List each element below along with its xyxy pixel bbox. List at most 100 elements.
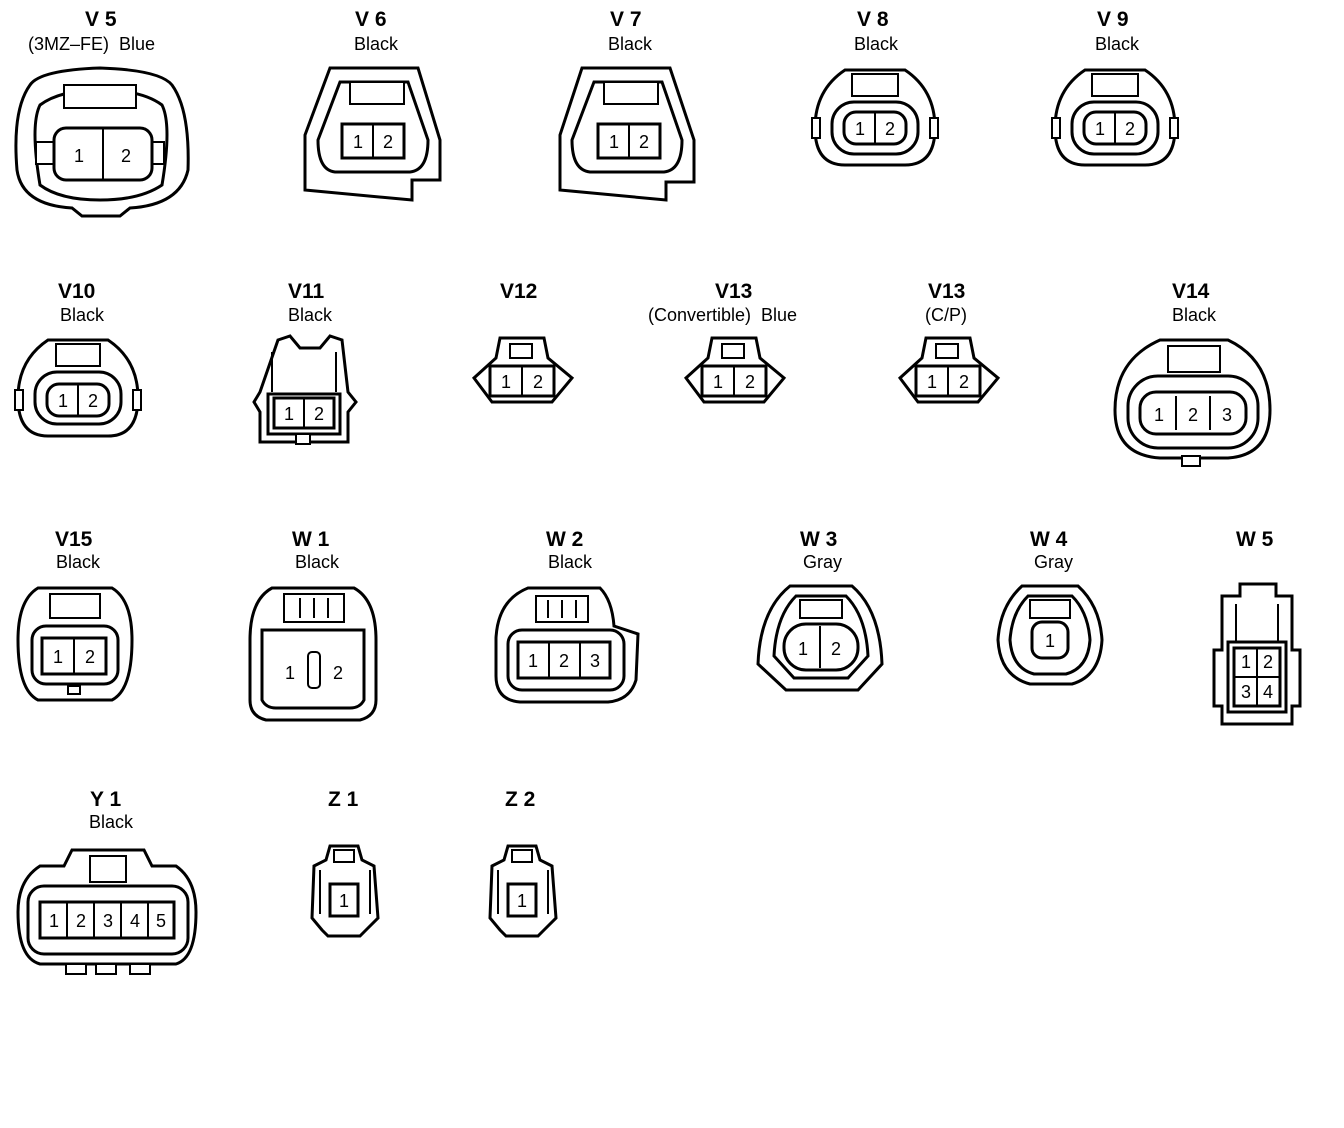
pin-label: 1 bbox=[927, 372, 937, 392]
pin-label: 3 bbox=[103, 911, 113, 931]
pin-label: 1 bbox=[713, 372, 723, 392]
connector-code: W 1 bbox=[292, 528, 330, 551]
pin-label: 2 bbox=[1125, 119, 1135, 139]
pin-label: 4 bbox=[1263, 682, 1273, 702]
connector-v13-convertible-drawing: 1 2 bbox=[683, 336, 787, 404]
connector-code: V13 bbox=[715, 280, 753, 303]
connector-code: Z 1 bbox=[328, 788, 359, 811]
pin-label: 2 bbox=[831, 639, 841, 659]
connector-code: V12 bbox=[500, 280, 538, 303]
pin-label: 2 bbox=[959, 372, 969, 392]
connector-color: Black bbox=[288, 305, 333, 325]
pin-label: 1 bbox=[284, 404, 294, 424]
pin-label: 2 bbox=[314, 404, 324, 424]
connector-code: V 6 bbox=[355, 8, 387, 31]
pin-label: 1 bbox=[1095, 119, 1105, 139]
pin-label: 1 bbox=[285, 663, 295, 683]
connector-color: Black bbox=[1172, 305, 1217, 325]
connector-y1-drawing: 1 2 3 4 5 bbox=[16, 848, 198, 975]
pin-label: 1 bbox=[74, 146, 84, 166]
connector-code: W 5 bbox=[1236, 528, 1274, 551]
connector-color: (Convertible) Blue bbox=[648, 305, 798, 325]
connector-color: Black bbox=[608, 34, 653, 54]
connector-color: Black bbox=[295, 552, 340, 572]
pin-label: 1 bbox=[53, 647, 63, 667]
pin-label: 2 bbox=[85, 647, 95, 667]
connector-w4-drawing: 1 bbox=[996, 584, 1104, 686]
connector-w5-drawing: 1 2 3 4 bbox=[1212, 582, 1302, 726]
connector-v10-drawing: 1 2 bbox=[14, 338, 142, 438]
pin-label: 2 bbox=[383, 132, 393, 152]
pin-label: 1 bbox=[855, 119, 865, 139]
pin-label: 1 bbox=[49, 911, 59, 931]
connector-w3-drawing: 1 2 bbox=[756, 584, 884, 692]
connector-v13-cp-drawing: 1 2 bbox=[897, 336, 1001, 404]
connector-w2-drawing: 1 2 3 bbox=[494, 586, 640, 704]
connector-v9-drawing: 1 2 bbox=[1051, 68, 1179, 167]
pin-label: 1 bbox=[609, 132, 619, 152]
pin-label: 5 bbox=[156, 911, 166, 931]
connector-code: V13 bbox=[928, 280, 966, 303]
connector-v8-drawing: 1 2 bbox=[811, 68, 939, 167]
pin-label: 1 bbox=[1154, 405, 1164, 425]
connector-color: (3MZ–FE) Blue bbox=[28, 34, 156, 54]
pin-label: 3 bbox=[1222, 405, 1232, 425]
connector-color: Black bbox=[1095, 34, 1140, 54]
connector-color: Black bbox=[89, 812, 134, 832]
connector-v7-drawing: 1 2 bbox=[558, 66, 696, 202]
pin-label: 2 bbox=[88, 391, 98, 411]
pin-label: 1 bbox=[58, 391, 68, 411]
pin-label: 2 bbox=[121, 146, 131, 166]
pin-label: 2 bbox=[76, 911, 86, 931]
connector-color: Black bbox=[354, 34, 399, 54]
connector-code: V15 bbox=[55, 528, 93, 551]
connector-v11-drawing: 1 2 bbox=[252, 334, 358, 445]
connector-color: Gray bbox=[803, 552, 843, 572]
pin-label: 2 bbox=[559, 651, 569, 671]
connector-v15-drawing: 1 2 bbox=[16, 586, 134, 702]
pin-label: 1 bbox=[528, 651, 538, 671]
connector-v12-drawing: 1 2 bbox=[471, 336, 575, 404]
connector-z2-drawing: 1 bbox=[488, 844, 558, 938]
pin-label: 2 bbox=[333, 663, 343, 683]
connector-w1-drawing: 1 2 bbox=[248, 586, 378, 722]
connector-color: Black bbox=[60, 305, 105, 325]
pin-label: 2 bbox=[1188, 405, 1198, 425]
connector-code: V11 bbox=[288, 280, 325, 303]
connector-code: V 7 bbox=[610, 8, 642, 31]
pin-label: 1 bbox=[353, 132, 363, 152]
connector-color: Gray bbox=[1034, 552, 1074, 572]
pin-label: 1 bbox=[339, 891, 349, 911]
connector-code: V14 bbox=[1172, 280, 1210, 303]
pin-label: 2 bbox=[639, 132, 649, 152]
connector-color: Black bbox=[56, 552, 101, 572]
pin-label: 2 bbox=[533, 372, 543, 392]
connector-color: Black bbox=[854, 34, 899, 54]
connector-code: W 2 bbox=[546, 528, 584, 551]
connector-code: V 9 bbox=[1097, 8, 1129, 31]
pin-label: 3 bbox=[590, 651, 600, 671]
connector-code: V10 bbox=[58, 280, 96, 303]
pin-label: 2 bbox=[1263, 652, 1273, 672]
connector-v5-drawing: 1 2 bbox=[14, 66, 190, 218]
connector-code: V 5 bbox=[85, 8, 117, 31]
pin-label: 4 bbox=[130, 911, 140, 931]
connector-code: Y 1 bbox=[90, 788, 122, 811]
connector-color: Black bbox=[548, 552, 593, 572]
pin-label: 1 bbox=[798, 639, 808, 659]
connector-code: W 3 bbox=[800, 528, 838, 551]
connector-code: V 8 bbox=[857, 8, 889, 31]
pin-label: 1 bbox=[1241, 652, 1251, 672]
connector-v6-drawing: 1 2 bbox=[303, 66, 442, 202]
pin-label: 1 bbox=[517, 891, 527, 911]
connector-z1-drawing: 1 bbox=[310, 844, 380, 938]
pin-label: 1 bbox=[501, 372, 511, 392]
connector-code: W 4 bbox=[1030, 528, 1068, 551]
connector-v14-drawing: 1 2 3 bbox=[1113, 338, 1272, 467]
pin-label: 2 bbox=[745, 372, 755, 392]
pin-label: 1 bbox=[1045, 631, 1055, 651]
pin-label: 3 bbox=[1241, 682, 1251, 702]
connector-code: Z 2 bbox=[505, 788, 536, 811]
connector-color: (C/P) bbox=[925, 305, 967, 325]
pin-label: 2 bbox=[885, 119, 895, 139]
